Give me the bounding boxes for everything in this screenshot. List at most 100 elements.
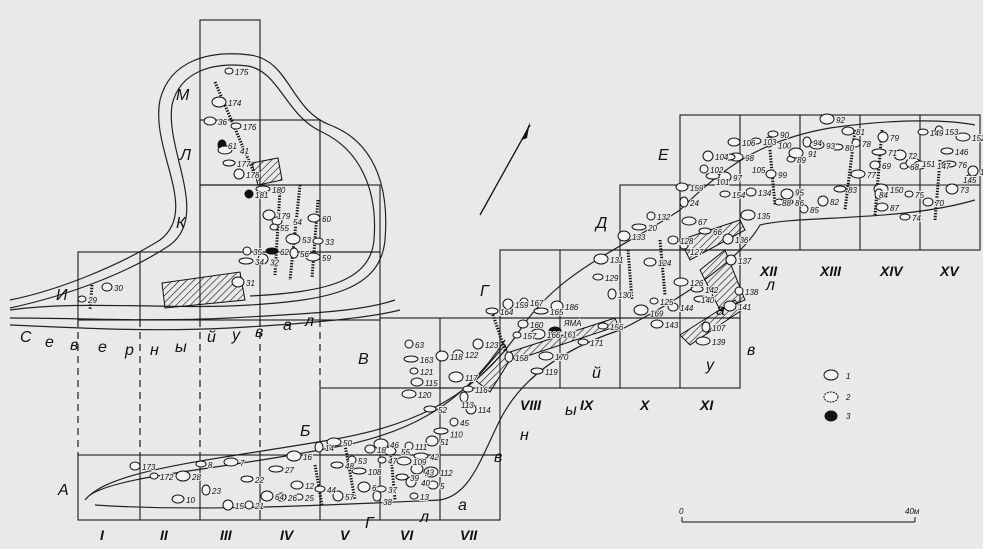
row-label: Д: [594, 215, 607, 232]
pit-icon-147: [913, 160, 927, 170]
pit-icon-115: [410, 377, 424, 387]
pit-icon-52: [423, 405, 437, 413]
column-label: VII: [460, 527, 478, 543]
feature-number: 6: [372, 484, 377, 493]
pit-icon-63: [404, 339, 414, 349]
row-label: М: [176, 87, 190, 104]
pit-icon-112: [423, 466, 439, 478]
ridge-north-letter: р: [124, 342, 134, 359]
ridge-main-letter: л: [765, 277, 775, 294]
feature-number: 123: [485, 341, 499, 350]
feature-number: 110: [450, 430, 463, 439]
pit-icon-37: [375, 485, 387, 493]
pit-icon-71: [871, 148, 887, 156]
column-label: VI: [400, 527, 414, 543]
feature-number: 144: [680, 304, 694, 313]
pit-icon-178: [233, 168, 245, 180]
pit-icon-44: [314, 485, 326, 493]
pit-icon-35: [242, 246, 252, 256]
feature-number: 55: [280, 224, 289, 233]
pit-icon-85: [799, 204, 809, 214]
feature-number: 135: [757, 212, 771, 221]
ridge-main-letter: в: [747, 342, 755, 359]
feature-number: 131: [610, 256, 623, 265]
feature-number: 83: [848, 186, 857, 195]
feature-number: 153: [945, 128, 959, 137]
pit-icon-158: [504, 351, 514, 363]
feature-number: 21: [254, 502, 264, 511]
pit-icon-175: [224, 67, 234, 75]
pit-icon-99: [765, 169, 777, 179]
feature-number: 50: [343, 439, 352, 448]
feature-number: 88: [782, 199, 791, 208]
pit-icon-122: [452, 349, 464, 359]
pit-icon-131: [593, 253, 609, 265]
feature-number: 86: [795, 199, 804, 208]
feature-number: 103: [763, 138, 777, 147]
feature-number-layer: 1751743617661411771781811801795455536033…: [86, 67, 983, 512]
feature-number: 89: [797, 156, 806, 165]
scale-bar: 0 40м: [678, 506, 921, 523]
feature-number: 175: [235, 68, 249, 77]
pit-icon-121: [409, 367, 419, 375]
feature-number: 104: [715, 153, 729, 162]
feature-number: 132: [657, 213, 671, 222]
column-label: III: [220, 527, 233, 543]
pit-icon-127: [679, 242, 689, 250]
pit-icon-123: [472, 338, 484, 350]
legend-hearth-icon: [823, 391, 839, 403]
pit-icon-23: [201, 484, 211, 496]
feature-number: 37: [388, 486, 397, 495]
feature-number: 106: [742, 139, 756, 148]
pit-icon-88: [774, 198, 784, 206]
pit-icon-60: [307, 213, 321, 223]
excavation-grid: [77, 19, 981, 521]
feature-number: 138: [745, 288, 759, 297]
ridge-north-letter: а: [283, 317, 292, 334]
pit-icon-136: [722, 233, 734, 245]
pit-icon-159: [502, 298, 514, 310]
ridge-main-letter: в: [494, 449, 502, 466]
feature-number: 148: [980, 168, 983, 177]
pit-icon-138: [734, 286, 744, 296]
pit-icon-97: [718, 171, 732, 183]
pit-label: ЯМА: [563, 319, 581, 328]
pit-icon-53: [347, 455, 357, 465]
feature-number: 66: [713, 228, 722, 237]
ridge-north-letter: л: [304, 313, 314, 330]
feature-number: 44: [327, 486, 336, 495]
ridge-north-letter: в: [70, 337, 78, 354]
pit-icon-87: [875, 202, 889, 212]
pit-icon-93: [809, 140, 825, 150]
pit-icon-83: [833, 185, 847, 193]
pit-icon-149: [917, 128, 929, 136]
pit-icon-91: [788, 147, 804, 159]
feature-number: 149: [930, 129, 944, 138]
pit-icon-5: [427, 480, 439, 490]
ridge-north-letter: у: [231, 327, 241, 344]
feature-number: 152: [972, 134, 983, 143]
feature-number: 120: [418, 391, 432, 400]
feature-number: 5: [440, 482, 445, 491]
ridge-main-letter: а: [716, 302, 725, 319]
pit-icon-179: [262, 209, 276, 221]
pit-icon-45: [449, 417, 459, 427]
feature-number: 77: [867, 171, 876, 180]
feature-number: 142: [705, 286, 719, 295]
pit-icon-102: [699, 164, 709, 174]
legend-key: 1: [846, 372, 850, 381]
pit-icon-15: [222, 499, 234, 511]
pit-icon-114: [465, 403, 477, 415]
feature-number: 61: [228, 142, 237, 151]
pit-icon-171: [577, 338, 589, 346]
feature-number: 14: [325, 444, 334, 453]
ridge-north-letter: е: [45, 334, 54, 351]
pit-icon-33: [312, 237, 324, 245]
feature-number: 13: [420, 493, 429, 502]
pit-icon-134: [745, 187, 757, 197]
feature-number: 26: [287, 494, 297, 503]
pit-icon-160: [517, 319, 529, 329]
row-label: К: [176, 215, 187, 232]
pit-icon-164: [485, 307, 499, 315]
ridge-main-letter: л: [419, 509, 429, 526]
